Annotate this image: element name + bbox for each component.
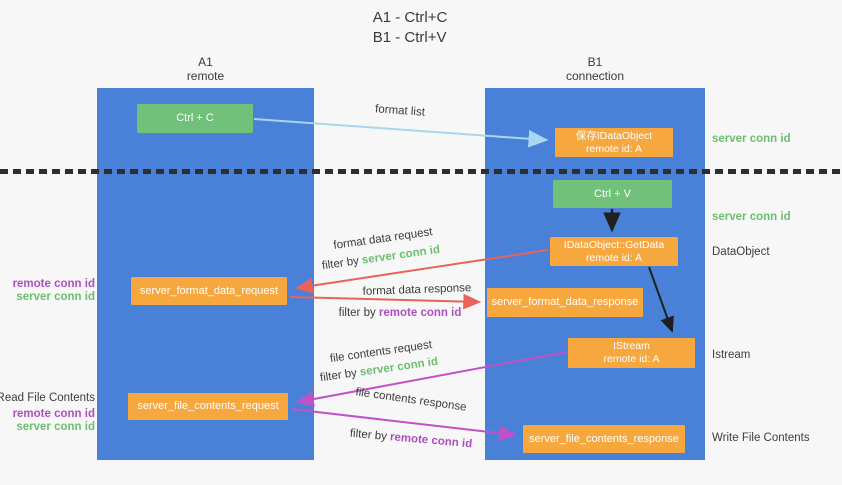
edge-label-filter-by-remote-conn-id-1: filter by remote conn id bbox=[339, 307, 462, 319]
side-label-dataobject: DataObject bbox=[712, 246, 770, 258]
title-line-2: B1 - Ctrl+V bbox=[372, 29, 447, 46]
node-istream-line2: remote id: A bbox=[603, 353, 660, 365]
side-label-istream: Istream bbox=[712, 349, 751, 361]
node-save-idataobject-line2: remote id: A bbox=[585, 142, 643, 155]
node-ctrl-c-label: Ctrl + C bbox=[176, 112, 214, 124]
remote-conn-id-text: remote conn id bbox=[389, 431, 473, 451]
filter-by-text: filter by bbox=[321, 254, 363, 273]
remote-conn-id-text: remote conn id bbox=[378, 307, 462, 319]
title-line-1: A1 - Ctrl+C bbox=[372, 9, 448, 26]
diagram-title: A1 - Ctrl+C B1 - Ctrl+V bbox=[373, 8, 448, 48]
edge-label-format-list: format list bbox=[374, 103, 426, 119]
edge-label-format-data-response: format data response bbox=[362, 282, 472, 298]
filter-by-text: filter by bbox=[349, 427, 391, 444]
lane-header-b1: B1 connection bbox=[485, 55, 705, 83]
lane-a1-name: A1 bbox=[198, 55, 213, 69]
node-server-format-data-request-label: server_format_data_request bbox=[139, 284, 279, 297]
node-server-file-contents-request: server_file_contents_request bbox=[128, 393, 288, 420]
side-label-server-conn-id-2: server conn id bbox=[16, 421, 95, 433]
node-ctrl-v: Ctrl + V bbox=[553, 180, 672, 208]
node-save-idataobject-line1: 保存IDataObject bbox=[575, 129, 653, 142]
edge-label-file-contents-response: file contents response bbox=[354, 386, 468, 414]
side-label-read-file-contents: Read File Contents bbox=[0, 392, 95, 404]
filter-by-text: filter by bbox=[319, 366, 361, 385]
lane-b1-name: B1 bbox=[587, 55, 603, 69]
lane-header-a1: A1 remote bbox=[97, 55, 314, 83]
filter-by-text: filter by bbox=[338, 307, 379, 319]
server-conn-id-text: server conn id bbox=[361, 243, 441, 267]
lane-b1-subtitle: connection bbox=[565, 69, 625, 83]
format-data-response-arrow bbox=[289, 293, 482, 310]
node-server-format-data-request: server_format_data_request bbox=[131, 277, 287, 305]
node-save-idataobject: 保存IDataObject remote id: A bbox=[555, 128, 673, 157]
node-server-file-contents-request-label: server_file_contents_request bbox=[137, 400, 279, 412]
node-ctrl-c: Ctrl + C bbox=[137, 104, 253, 133]
file-contents-response-arrow bbox=[290, 408, 518, 442]
side-label-remote-conn-id-1: remote conn id bbox=[12, 278, 95, 290]
node-server-format-data-response: server_format_data_response bbox=[487, 288, 643, 317]
node-ctrl-v-label: Ctrl + V bbox=[594, 187, 631, 200]
side-label-server-conn-id-top: server conn id bbox=[712, 133, 791, 145]
dotted-separator-line bbox=[0, 169, 842, 174]
node-idataobject-getdata-line1: IDataObject::GetData bbox=[563, 238, 665, 251]
side-label-server-conn-id-1: server conn id bbox=[16, 291, 95, 303]
node-idataobject-getdata: IDataObject::GetData remote id: A bbox=[550, 237, 678, 266]
node-istream: IStream remote id: A bbox=[568, 338, 695, 368]
node-server-file-contents-response-label: server_file_contents_response bbox=[529, 432, 679, 445]
lane-a1-subtitle: remote bbox=[186, 69, 225, 83]
node-istream-line1: IStream bbox=[613, 340, 650, 352]
edge-label-filter-by-remote-conn-id-2: filter by remote conn id bbox=[349, 428, 472, 451]
side-label-remote-conn-id-2: remote conn id bbox=[12, 408, 95, 420]
node-server-file-contents-response: server_file_contents_response bbox=[523, 425, 685, 453]
side-label-server-conn-id-mid: server conn id bbox=[712, 211, 791, 223]
node-server-format-data-response-label: server_format_data_response bbox=[491, 296, 639, 308]
side-label-write-file-contents: Write File Contents bbox=[712, 432, 810, 444]
node-idataobject-getdata-line2: remote id: A bbox=[585, 251, 643, 264]
